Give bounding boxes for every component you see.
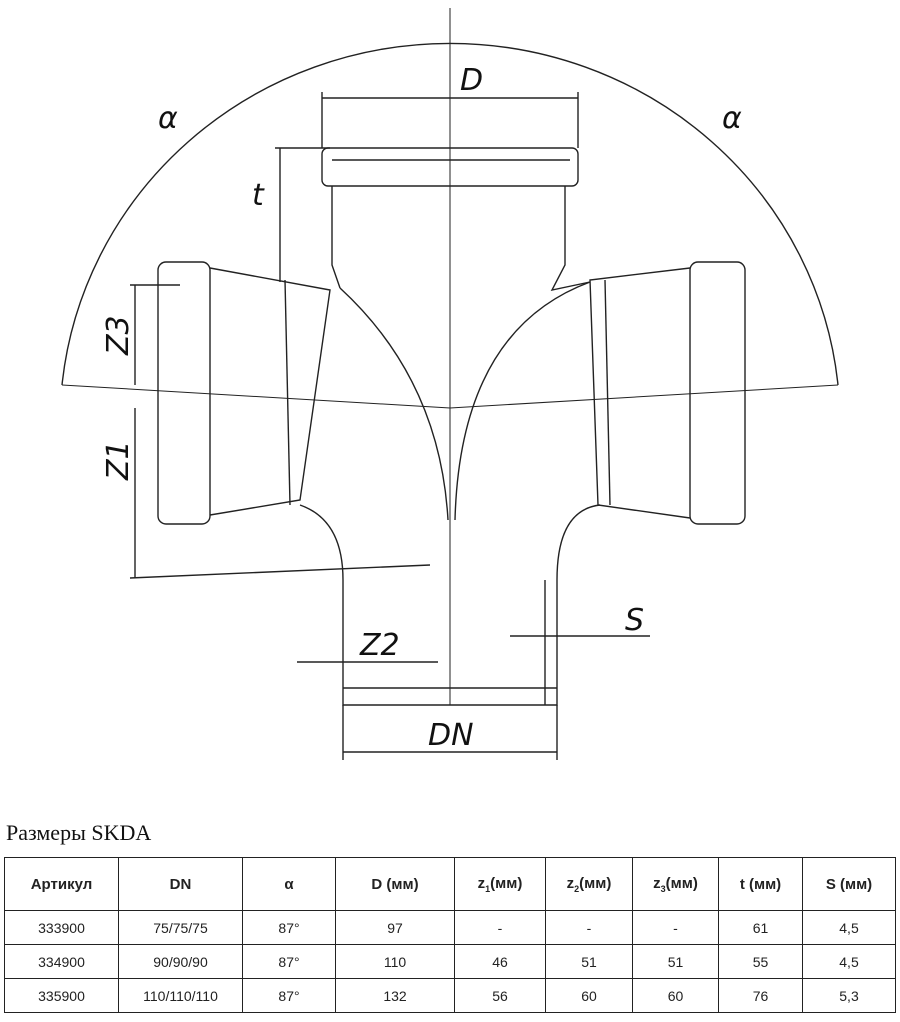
- cell: 87°: [242, 944, 336, 979]
- label-Z1: Z1: [101, 440, 136, 481]
- cell: 51: [632, 944, 719, 979]
- header-article: Артикул: [4, 857, 119, 911]
- cell: 333900: [4, 910, 119, 945]
- label-Z2: Z2: [359, 628, 400, 663]
- cell: 51: [545, 944, 633, 979]
- cell: 5,3: [802, 978, 896, 1013]
- cell: 335900: [4, 978, 119, 1013]
- cell: 87°: [242, 910, 336, 945]
- cell: 61: [718, 910, 803, 945]
- label-alpha-left: α: [158, 101, 178, 136]
- cell: 60: [632, 978, 719, 1013]
- cell: 60: [545, 978, 633, 1013]
- cell: 56: [454, 978, 546, 1013]
- cell: 46: [454, 944, 546, 979]
- label-DN: DN: [428, 718, 474, 753]
- cell: 87°: [242, 978, 336, 1013]
- cell: 76: [718, 978, 803, 1013]
- cell: 334900: [4, 944, 119, 979]
- header-alpha: α: [242, 857, 336, 911]
- cell: -: [632, 910, 719, 945]
- table-header-row: Артикул DN α D (мм) z1(мм) z2(мм) z3(мм)…: [4, 857, 896, 911]
- label-Z3: Z3: [101, 315, 136, 356]
- cell: 132: [335, 978, 455, 1013]
- header-z3: z3(мм): [632, 857, 719, 911]
- header-z1: z1(мм): [454, 857, 546, 911]
- cell: 110: [335, 944, 455, 979]
- cell: -: [454, 910, 546, 945]
- label-t: t: [252, 178, 265, 213]
- header-d: D (мм): [335, 857, 455, 911]
- cell: 4,5: [802, 910, 896, 945]
- header-t: t (мм): [718, 857, 803, 911]
- dimensions-table: Артикул DN α D (мм) z1(мм) z2(мм) z3(мм)…: [4, 857, 896, 1013]
- cell: -: [545, 910, 633, 945]
- header-dn: DN: [118, 857, 243, 911]
- header-z2: z2(мм): [545, 857, 633, 911]
- cell: 55: [718, 944, 803, 979]
- table-title: Размеры SKDA: [6, 820, 152, 845]
- cell: 4,5: [802, 944, 896, 979]
- cell: 75/75/75: [118, 910, 243, 945]
- fitting-drawing: D t α α Z3 Z1 Z2 S DN: [61, 8, 839, 760]
- header-s: S (мм): [802, 857, 896, 911]
- label-D: D: [460, 63, 483, 98]
- label-alpha-right: α: [722, 101, 742, 136]
- cell: 97: [335, 910, 455, 945]
- cell: 110/110/110: [118, 978, 243, 1013]
- cell: 90/90/90: [118, 944, 243, 979]
- label-S: S: [625, 603, 644, 638]
